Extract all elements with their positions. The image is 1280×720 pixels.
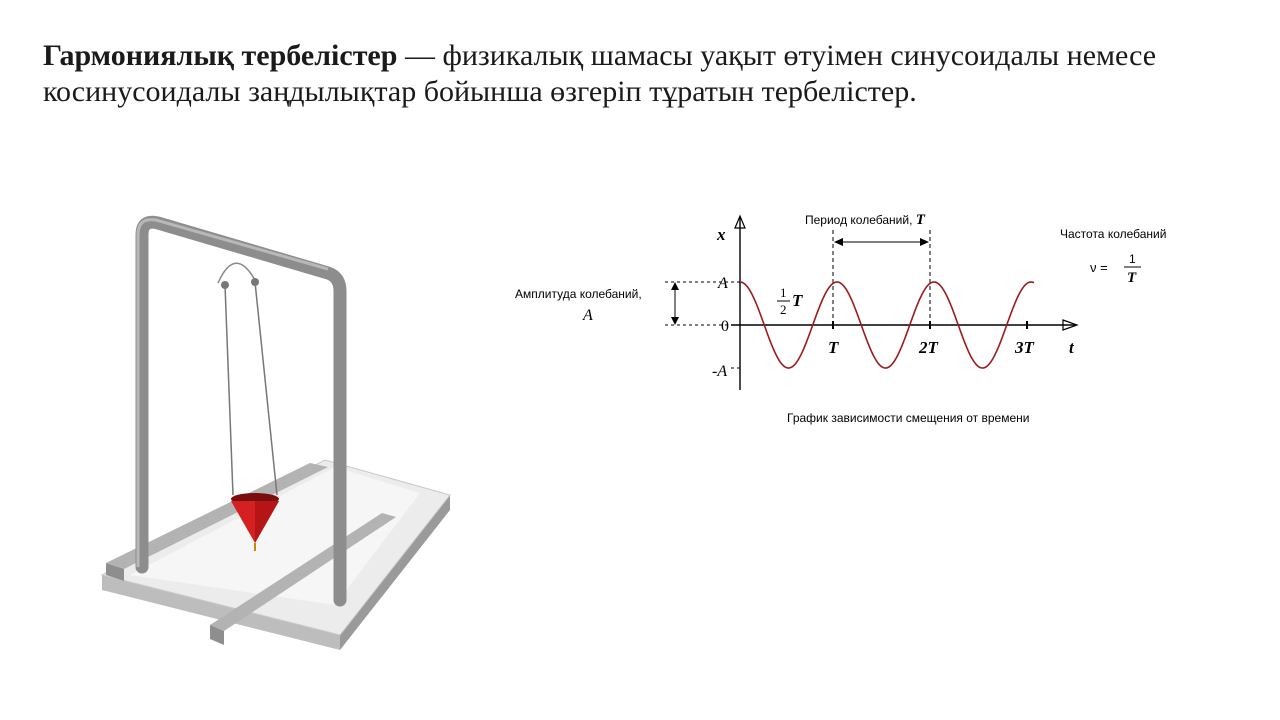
pendulum-paper — [130, 467, 420, 605]
pendulum-rail-right-side — [210, 625, 224, 645]
frequency-nu: ν = — [1090, 260, 1108, 275]
half-numerator: 1 — [780, 285, 787, 300]
pendulum-illustration — [100, 215, 451, 650]
period-arrow-right — [920, 238, 929, 246]
pendulum-base-front — [340, 495, 450, 650]
tick-T: T — [828, 338, 839, 357]
half-denominator: 2 — [780, 302, 787, 317]
pendulum-frame-highlight — [136, 218, 329, 567]
tick-negA: -A — [712, 363, 727, 380]
pendulum-base-side — [102, 575, 340, 650]
pendulum-rail-right — [210, 513, 396, 631]
x-axis-label: x — [716, 225, 726, 244]
graph-caption: График зависимости смещения от времени — [787, 411, 1029, 425]
period-label-symbol: T — [916, 212, 926, 228]
pendulum-thread-left — [224, 284, 234, 496]
tick-3T: 3T — [1014, 338, 1035, 357]
pendulum-frame — [135, 215, 347, 607]
amplitude-arrow-top — [671, 282, 679, 290]
tick-2T: 2T — [918, 338, 939, 357]
period-label-text: Период колебаний, — [805, 213, 916, 227]
t-axis-arrow — [1062, 319, 1079, 331]
tick-0: 0 — [721, 318, 729, 335]
half-T: T — [792, 291, 803, 310]
oscillation-curve — [739, 281, 1035, 369]
definition-body: физикалық шамасы уақыт өтуімен синусоида… — [43, 39, 1157, 108]
frequency-label: Частота колебаний — [1060, 227, 1166, 241]
amplitude-arrow-bottom — [671, 317, 679, 325]
pendulum-rail-left — [106, 463, 328, 569]
amplitude-symbol: A — [582, 307, 593, 324]
pendulum-bob-shade — [255, 501, 279, 543]
t-axis-label: t — [1069, 338, 1075, 357]
oscillation-graph: x t A 0 -A T 2T 3T 1 2 T Период колебани… — [515, 212, 1166, 425]
frequency-numerator: 1 — [1129, 252, 1136, 266]
period-label: Период колебаний, T — [805, 212, 926, 228]
tick-A: A — [717, 275, 728, 292]
definition-dash: — — [397, 39, 443, 72]
pendulum-suspension — [217, 262, 256, 284]
definition-text: Гармониялық тербелістер — физикалық шама… — [43, 38, 1193, 110]
frequency-denominator: T — [1127, 270, 1137, 286]
x-axis-arrow — [734, 214, 746, 229]
period-arrow-left — [834, 238, 843, 246]
pendulum-rail-left-side — [106, 563, 124, 581]
definition-term: Гармониялық тербелістер — [43, 39, 398, 72]
pendulum-thread-right — [254, 281, 278, 496]
amplitude-label: Амплитуда колебаний, — [515, 287, 642, 301]
